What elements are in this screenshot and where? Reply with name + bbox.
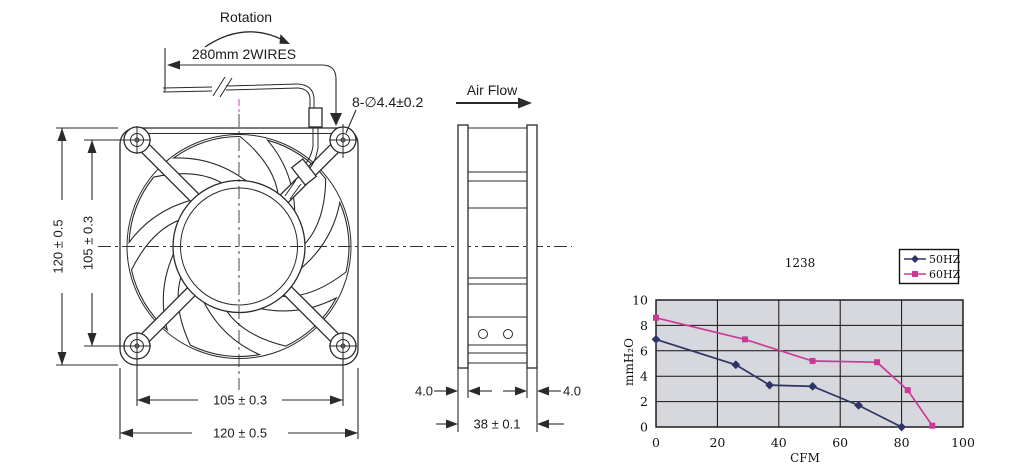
dim-height-holes: 105 ± 0.3 <box>81 216 96 270</box>
dim-height-outer: 120 ± 0.5 <box>51 219 66 273</box>
dim-flange-right: 4.0 <box>563 384 581 399</box>
chart-title: 1238 <box>785 256 816 270</box>
svg-text:80: 80 <box>894 435 910 450</box>
top-annotations: Rotation 280mm 2WIRES 8-∅4.4±0.2 <box>162 9 423 134</box>
svg-text:0: 0 <box>652 435 660 450</box>
chart-legend: 50HZ 60HZ <box>898 248 961 285</box>
fan-blades <box>128 135 350 358</box>
legend-entry-60hz: 60HZ <box>904 268 961 281</box>
legend-label-50hz: 50HZ <box>929 253 961 266</box>
square-marker-icon <box>912 271 918 277</box>
airflow-arrow <box>456 97 532 109</box>
svg-text:10: 10 <box>632 293 648 308</box>
dim-depth: 38 ± 0.1 <box>474 417 521 432</box>
chart-xlabel: CFM <box>790 451 820 465</box>
chart-ylabel: mmH₂O <box>622 338 636 386</box>
hole-spec-label: 8-∅4.4±0.2 <box>352 94 423 110</box>
rotation-label: Rotation <box>220 9 272 25</box>
wire-dimension <box>164 48 342 126</box>
side-dimensions: 4.0 4.0 38 ± 0.1 <box>415 368 581 432</box>
strain-relief <box>308 107 323 128</box>
rotation-arrowhead <box>279 34 290 44</box>
fan-side-view: Air Flow <box>456 82 538 369</box>
svg-text:0: 0 <box>640 420 648 435</box>
dim-width-holes: 105 ± 0.3 <box>213 393 267 408</box>
svg-text:4: 4 <box>640 369 648 384</box>
rotation-arrow <box>204 31 286 48</box>
svg-text:20: 20 <box>709 435 725 450</box>
airflow-label: Air Flow <box>467 82 518 98</box>
legend-label-60hz: 60HZ <box>929 268 961 281</box>
wire-length-label: 280mm 2WIRES <box>192 46 296 62</box>
svg-text:60: 60 <box>832 435 848 450</box>
lead-wires <box>162 76 323 128</box>
svg-text:6: 6 <box>640 343 648 358</box>
terminal-hole <box>478 329 488 339</box>
centerlines <box>98 99 572 390</box>
chart-plot-area: 0 20 40 60 80 100 0 2 4 6 8 10 <box>632 293 975 451</box>
terminal-hole <box>503 329 513 339</box>
svg-text:2: 2 <box>640 394 648 409</box>
performance-chart: 1238 0 20 40 60 80 100 0 2 4 6 8 10 CFM mmH₂O 50HZ … <box>622 248 975 465</box>
front-dimensions: 120 ± 0.5 105 ± 0.3 105 ± 0.3 120 ± 0.5 <box>51 127 359 441</box>
hub-wire-connector <box>284 127 319 200</box>
hole-leader-line <box>345 109 357 134</box>
dim-width-outer: 120 ± 0.5 <box>213 426 267 441</box>
svg-text:8: 8 <box>640 318 648 333</box>
dim-flange-left: 4.0 <box>415 384 433 399</box>
svg-text:40: 40 <box>771 435 787 450</box>
fan-front-view <box>98 99 572 390</box>
svg-text:100: 100 <box>951 435 975 450</box>
